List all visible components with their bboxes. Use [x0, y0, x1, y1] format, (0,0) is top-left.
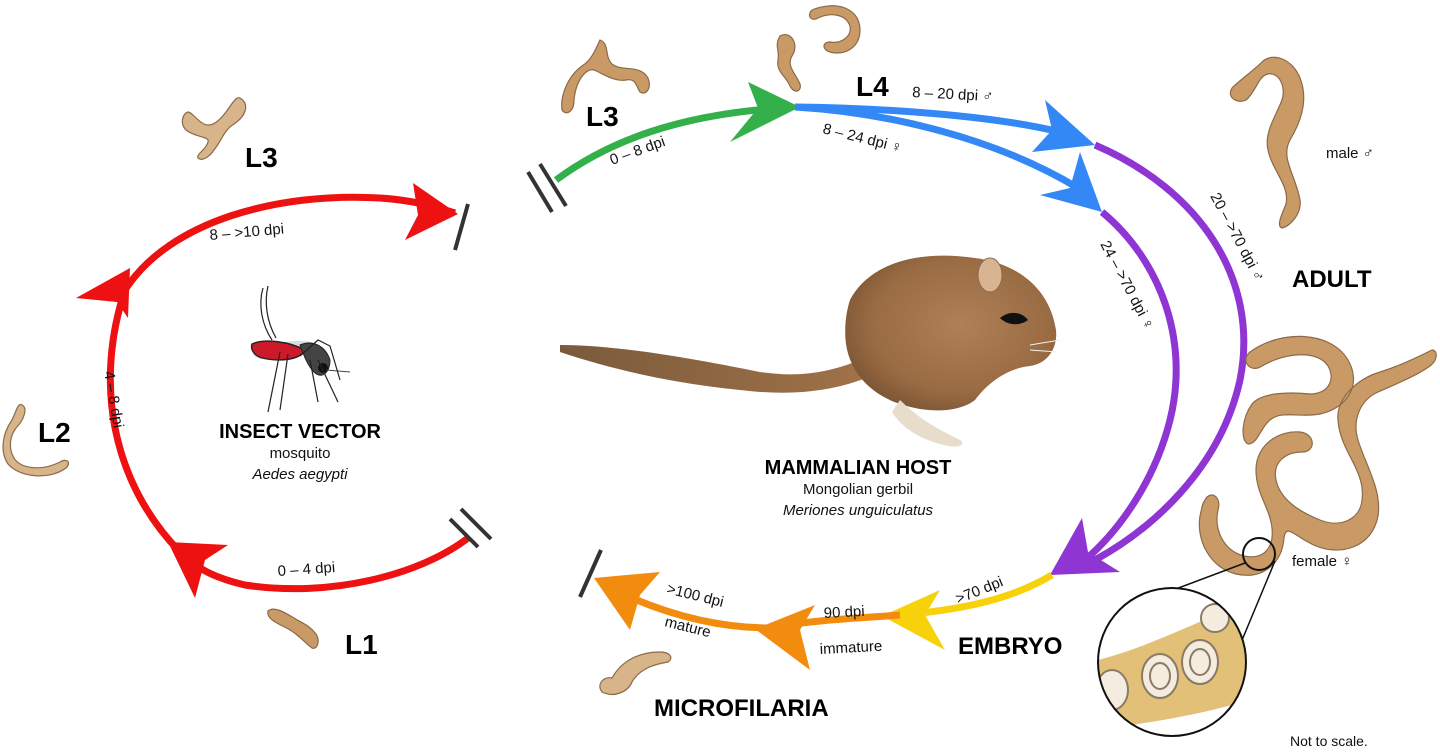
label-0-4-dpi: 0 – 4 dpi	[277, 559, 336, 580]
label-90-dpi: 90 dpi	[823, 603, 865, 622]
stage-l3-host: L3	[586, 101, 619, 132]
mammalian-host-common-name: Mongolian gerbil	[803, 481, 913, 498]
stage-microfilaria: MICROFILARIA	[654, 695, 829, 722]
stage-l3-vector: L3	[245, 142, 278, 173]
arrow-l2-to-l3	[106, 288, 183, 555]
arrowhead-l3-to-l4	[730, 82, 800, 142]
label-male: male ♂	[1326, 145, 1374, 162]
break-bar-vector-2	[459, 507, 493, 541]
worm-l4-icon	[776, 5, 861, 92]
arrowhead-l1-to-l2	[168, 542, 228, 598]
worm-l2-icon	[2, 403, 70, 477]
worm-adult-female-icon	[1198, 335, 1437, 576]
arrowhead-adult-to-embryo	[1050, 518, 1120, 575]
insect-vector-species: Aedes aegypti	[251, 466, 348, 483]
label-8-10-dpi: 8 – >10 dpi	[209, 221, 285, 244]
worm-l3-vector-icon	[181, 97, 247, 160]
label-8-24-dpi-female: 8 – 24 dpi ♀	[821, 120, 904, 156]
arrow-female-to-embryo	[1082, 209, 1180, 563]
insect-vector-title: INSECT VECTOR	[219, 421, 381, 443]
stage-adult: ADULT	[1292, 266, 1372, 293]
stage-l4: L4	[856, 71, 889, 102]
worm-microfilaria-icon	[599, 651, 672, 695]
label-24-70-dpi-female: 24 – >70 dpi ♀	[1096, 238, 1157, 333]
arrow-l3-to-host	[122, 193, 457, 292]
embryo-zoom-callout	[1097, 537, 1276, 737]
mammalian-host-species: Meriones unguiculatus	[783, 502, 934, 519]
arrowhead-l3-to-host	[405, 183, 458, 240]
arrowhead-mature	[594, 572, 660, 630]
arrow-mature-to-vector	[623, 591, 771, 632]
label-8-20-dpi-male: 8 – 20 dpi ♂	[912, 84, 994, 105]
worm-l3-host-icon	[561, 39, 650, 114]
end-bar-vector-top	[453, 203, 470, 251]
break-bar-host-1	[526, 170, 554, 214]
vector-cycle	[76, 183, 493, 598]
label-immature: immature	[819, 638, 882, 658]
not-to-scale-note: Not to scale.	[1290, 733, 1368, 749]
label-100-dpi: >100 dpi	[665, 580, 725, 611]
label-female: female ♀	[1292, 553, 1352, 570]
stage-embryo: EMBRYO	[958, 633, 1062, 660]
break-bar-vector-1	[448, 517, 480, 549]
gerbil-icon	[560, 255, 1061, 447]
arrow-l4-to-adult-female	[794, 103, 1080, 191]
insect-vector-common-name: mosquito	[270, 445, 331, 462]
arrowhead-embryo	[882, 590, 945, 650]
arrow-male-to-embryo	[1093, 141, 1248, 564]
break-bar-host-2	[538, 162, 568, 208]
arrow-l3-to-l4	[553, 104, 781, 183]
stage-l1: L1	[345, 629, 378, 660]
stage-l2: L2	[38, 417, 71, 448]
mosquito-icon	[250, 285, 351, 413]
arrowhead-l4-to-female	[1040, 152, 1102, 212]
end-bar-microfilaria	[578, 549, 603, 598]
arrowhead-immature	[755, 605, 815, 670]
label-mature: mature	[663, 613, 712, 641]
label-4-8-dpi: 4 – 8 dpi	[100, 370, 127, 430]
worm-l1-icon	[267, 608, 319, 649]
arrowhead-l4-to-male	[1032, 100, 1095, 152]
label-20-70-dpi-male: 20 – >70 dpi ♂	[1206, 190, 1267, 285]
arrowhead-l2-to-l3	[76, 268, 130, 318]
worm-adult-male-icon	[1229, 56, 1305, 229]
mammalian-host-title: MAMMALIAN HOST	[765, 457, 952, 479]
